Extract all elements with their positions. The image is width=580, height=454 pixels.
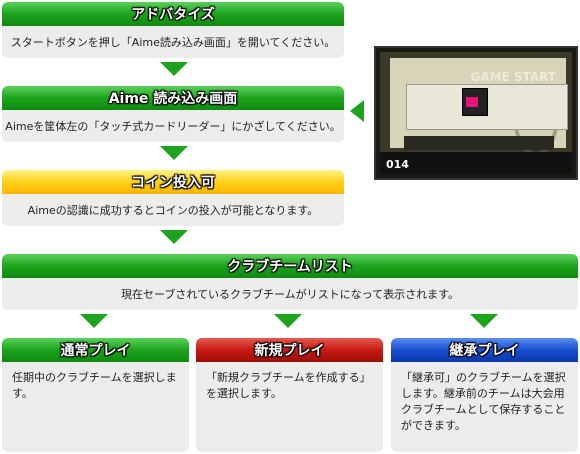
down-arrow-icon: [160, 230, 188, 244]
left-arrow-icon: [350, 100, 364, 122]
aime-screen-screenshot: GAME START 014: [374, 46, 578, 180]
inherit-play-header: 継承プレイ: [391, 338, 578, 362]
coin-description: Aimeの認識に成功するとコインの投入が可能となります。: [2, 194, 344, 226]
advertise-header: アドバタイズ: [2, 2, 344, 26]
aime-card-icon: [462, 88, 488, 116]
down-arrow-icon: [160, 62, 188, 76]
down-arrow-icon: [80, 314, 108, 328]
new-play-header: 新規プレイ: [196, 338, 383, 362]
inherit-play-description: 「継承可」のクラブチームを選択します。継承前のチームは大会用クラブチームとして保…: [391, 362, 578, 452]
down-arrow-icon: [470, 314, 498, 328]
timer-counter: 014: [386, 158, 409, 171]
coin-title: コイン投入可: [131, 175, 215, 191]
club-description: 現在セーブされているクラブチームがリストになって表示されます。: [2, 278, 578, 310]
normal-play-description: 任期中のクラブチームを選択します。: [2, 362, 189, 452]
inherit-play-title: 継承プレイ: [449, 343, 520, 359]
game-start-label: GAME START: [470, 70, 556, 84]
new-play-title: 新規プレイ: [254, 343, 325, 359]
advertise-description: スタートボタンを押し「Aime読み込み画面」を開いてください。: [2, 26, 344, 58]
coin-header: コイン投入可: [2, 170, 344, 194]
aime-header: Aime 読み込み画面: [2, 86, 344, 110]
down-arrow-icon: [274, 314, 302, 328]
aime-description: Aimeを筐体左の「タッチ式カードリーダー」にかざしてください。: [2, 110, 344, 142]
normal-play-title: 通常プレイ: [60, 343, 131, 359]
club-header: クラブチームリスト: [2, 254, 578, 278]
normal-play-header: 通常プレイ: [2, 338, 189, 362]
club-title: クラブチームリスト: [227, 259, 353, 275]
down-arrow-icon: [160, 146, 188, 160]
aime-title: Aime 読み込み画面: [108, 91, 238, 107]
new-play-description: 「新規クラブチームを作成する」を選択します。: [196, 362, 383, 452]
advertise-title: アドバタイズ: [131, 7, 215, 23]
